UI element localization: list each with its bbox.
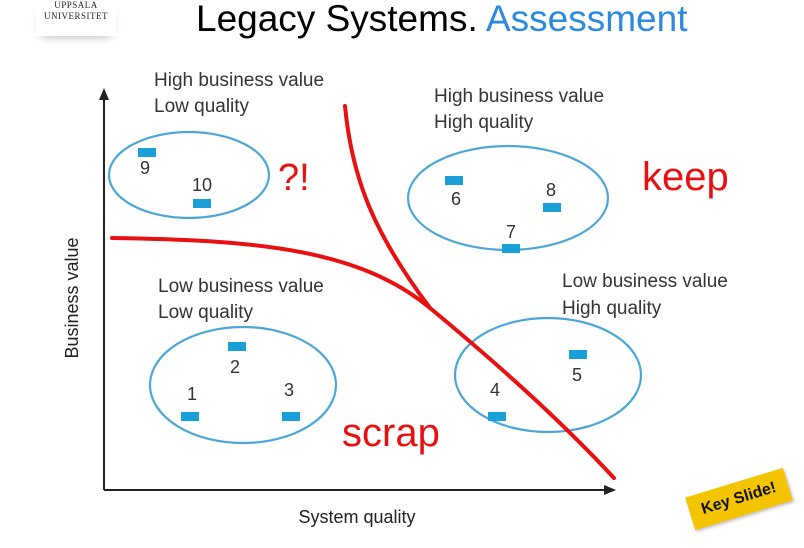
system-label-3: 3 xyxy=(284,380,294,400)
system-label-6: 6 xyxy=(451,189,461,209)
logo-line-1: UPPSALA xyxy=(54,0,98,10)
y-axis-label: Business value xyxy=(62,237,82,358)
system-label-10: 10 xyxy=(192,175,212,195)
keep-annotation: keep xyxy=(642,155,729,199)
system-label-5: 5 xyxy=(572,365,582,385)
scrap-annotation: scrap xyxy=(342,411,440,455)
question-annotation: ?! xyxy=(278,157,310,199)
system-label-2: 2 xyxy=(230,357,240,377)
group-ellipse-high-value-low-quality xyxy=(107,130,271,220)
quadrant-label-tr-2: High quality xyxy=(434,112,534,133)
system-marker-2 xyxy=(228,342,246,351)
system-marker-5 xyxy=(569,350,587,359)
logo-line-2: UNIVERSITET xyxy=(44,11,108,21)
system-marker-3 xyxy=(282,412,300,421)
quadrant-label-tr-1: High business value xyxy=(434,86,604,107)
quadrant-label-bl-2: Low quality xyxy=(158,302,254,323)
system-label-8: 8 xyxy=(546,180,556,200)
quadrant-label-bl-1: Low business value xyxy=(158,276,324,297)
quadrant-label-tl-1: High business value xyxy=(154,70,324,91)
university-logo: UPPSALA UNIVERSITET xyxy=(36,0,116,36)
system-marker-4 xyxy=(488,412,506,421)
quadrant-label-br-1: Low business value xyxy=(562,271,728,292)
system-label-9: 9 xyxy=(140,158,150,178)
title-main: Legacy Systems. xyxy=(196,0,478,39)
group-ellipse-low-value-high-quality xyxy=(453,316,643,434)
system-marker-6 xyxy=(445,176,463,185)
decision-curve-upper xyxy=(343,104,432,310)
system-marker-1 xyxy=(181,412,199,421)
decision-curve-lower xyxy=(110,236,616,480)
system-label-4: 4 xyxy=(490,380,500,400)
quadrant-label-br-2: High quality xyxy=(562,298,662,319)
x-axis-label: System quality xyxy=(298,507,415,527)
group-ellipse-low-value-low-quality xyxy=(148,325,338,445)
title-accent: Assessment xyxy=(485,0,688,39)
system-label-7: 7 xyxy=(506,222,516,242)
system-label-1: 1 xyxy=(187,384,197,404)
system-marker-7 xyxy=(502,244,520,253)
system-marker-10 xyxy=(193,199,211,208)
quadrant-label-tl-2: Low quality xyxy=(154,96,250,117)
system-marker-8 xyxy=(543,203,561,212)
slide-title: Legacy Systems. Assessment xyxy=(196,0,688,40)
system-marker-9 xyxy=(138,148,156,157)
